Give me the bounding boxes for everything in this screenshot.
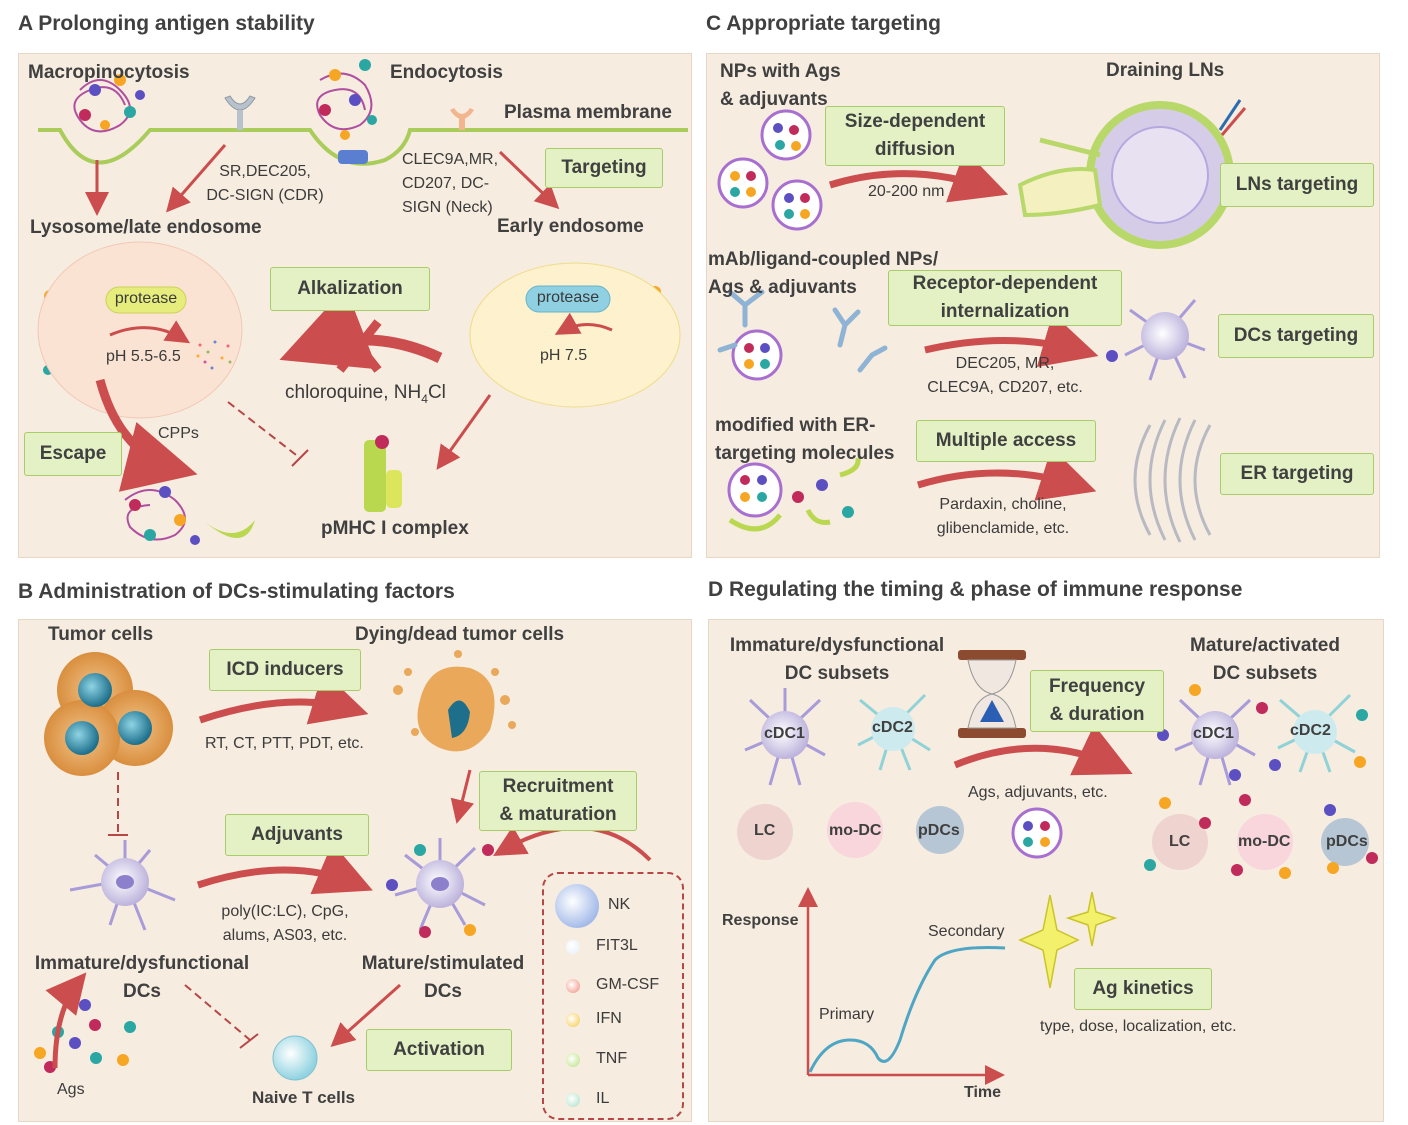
alkalization-box: Alkalization xyxy=(270,267,430,311)
legend-label-3: IFN xyxy=(596,1010,622,1027)
draining-lns-label: Draining LNs xyxy=(1106,60,1225,81)
ags-label: Ags xyxy=(57,1081,85,1098)
mature-dcs-label: Mature/stimulated DCs xyxy=(361,953,525,1002)
ags-adjuvants-text: Ags, adjuvants, etc. xyxy=(968,784,1108,801)
mature-subsets-label: Mature/activated DC subsets xyxy=(1190,635,1340,684)
lysosome-label: Lysosome/late endosome xyxy=(30,217,262,238)
legend-dot-4 xyxy=(566,1053,580,1067)
legend-dot-1 xyxy=(566,940,580,954)
er-modified-label: modified with ER- targeting molecules xyxy=(715,415,895,464)
activation-box: Activation xyxy=(366,1029,512,1071)
chloroquine-text: chloroquine, NH xyxy=(285,382,422,403)
modc-label-left: mo-DC xyxy=(829,822,882,839)
cdc1-label-left: cDC1 xyxy=(764,725,805,742)
time-axis-label: Time xyxy=(964,1084,1002,1101)
secondary-label: Secondary xyxy=(928,923,1005,940)
legend-label-1: FIT3L xyxy=(596,937,638,954)
er-examples-text: Pardaxin, choline, glibenclamide, etc. xyxy=(936,496,1070,537)
legend-label-0: NK xyxy=(608,896,631,913)
naive-t-label: Naive T cells xyxy=(252,1088,356,1107)
receptor-examples-text: DEC205, MR, CLEC9A, CD207, etc. xyxy=(927,355,1083,396)
cdc2-label-left: cDC2 xyxy=(872,719,913,736)
protease-left-label: protease xyxy=(114,290,178,307)
cpps-label: CPPs xyxy=(158,425,199,442)
lc-label-left: LC xyxy=(754,822,776,839)
primary-label: Primary xyxy=(819,1006,875,1023)
pdcs-label-right: pDCs xyxy=(1326,833,1368,850)
cytokine-legend xyxy=(542,872,684,1120)
cdc2-label-right: cDC2 xyxy=(1290,722,1331,739)
clec-receptors-text: CLEC9A,MR, CD207, DC- SIGN (Neck) xyxy=(402,151,499,216)
protease-right-label: protease xyxy=(536,289,600,306)
mab-nps-label: mAb/ligand-coupled NPs/ Ags & adjuvants xyxy=(708,249,939,298)
targeting-box: Targeting xyxy=(545,148,663,188)
pmhc-label: pMHC I complex xyxy=(321,518,469,539)
dying-cells-label: Dying/dead tumor cells xyxy=(355,624,565,645)
legend-label-2: GM-CSF xyxy=(596,976,660,993)
kinetics-examples-text: type, dose, localization, etc. xyxy=(1040,1018,1237,1035)
frequency-box: Frequency & duration xyxy=(1030,670,1164,732)
nps-ags-label: NPs with Ags & adjuvants xyxy=(720,61,841,110)
immature-dcs-label: Immature/dysfunctional DCs xyxy=(34,953,250,1002)
ag-kinetics-box: Ag kinetics xyxy=(1074,968,1212,1010)
recruitment-box: Recruitment & maturation xyxy=(479,771,637,831)
immature-subsets-label: Immature/dysfunctional DC subsets xyxy=(729,635,945,684)
size-range-label: 20-200 nm xyxy=(868,183,945,200)
dcs-targeting-box: DCs targeting xyxy=(1218,314,1374,358)
lc-label-right: LC xyxy=(1169,833,1191,850)
er-targeting-box: ER targeting xyxy=(1220,453,1374,495)
macropinocytosis-label: Macropinocytosis xyxy=(28,62,190,83)
adjuvant-examples-text: poly(IC:LC), CpG, alums, AS03, etc. xyxy=(221,903,349,944)
sr-receptors-text: SR,DEC205, DC-SIGN (CDR) xyxy=(206,163,324,204)
legend-dot-5 xyxy=(566,1093,580,1107)
ph-right-label: pH 7.5 xyxy=(540,347,588,364)
panel-a-title: A Prolonging antigen stability xyxy=(18,12,315,35)
icd-inducers-box: ICD inducers xyxy=(209,649,361,691)
chloroquine-label: chloroquine, NH4Cl xyxy=(285,382,446,406)
modc-label-right: mo-DC xyxy=(1238,833,1291,850)
early-endosome-label: Early endosome xyxy=(497,216,644,237)
chloroquine-subscript: 4 xyxy=(421,391,428,406)
receptor-internalization-box: Receptor-dependent internalization xyxy=(888,270,1122,326)
plasma-membrane-label: Plasma membrane xyxy=(504,102,672,123)
tumor-cells-label: Tumor cells xyxy=(48,624,154,645)
escape-box: Escape xyxy=(24,432,122,476)
lns-targeting-box: LNs targeting xyxy=(1220,163,1374,207)
multiple-access-box: Multiple access xyxy=(916,420,1096,462)
legend-label-5: IL xyxy=(596,1090,610,1107)
response-axis-label: Response xyxy=(722,912,799,929)
adjuvants-box: Adjuvants xyxy=(225,814,369,856)
ph-left-label: pH 5.5-6.5 xyxy=(106,348,181,365)
cdc1-label-right: cDC1 xyxy=(1193,725,1234,742)
legend-dot-2 xyxy=(566,979,580,993)
endocytosis-label: Endocytosis xyxy=(390,62,503,83)
panel-d-title: D Regulating the timing & phase of immun… xyxy=(708,578,1243,601)
panel-c-title: C Appropriate targeting xyxy=(706,12,941,35)
icd-examples-text: RT, CT, PTT, PDT, etc. xyxy=(205,735,364,752)
legend-label-4: TNF xyxy=(596,1050,628,1067)
size-diffusion-box: Size-dependent diffusion xyxy=(825,106,1005,166)
legend-dot-3 xyxy=(566,1013,580,1027)
legend-dot-0 xyxy=(555,884,599,928)
chloroquine-tail: Cl xyxy=(427,382,446,403)
pdcs-label-left: pDCs xyxy=(918,822,960,839)
panel-b-title: B Administration of DCs-stimulating fact… xyxy=(18,580,455,603)
